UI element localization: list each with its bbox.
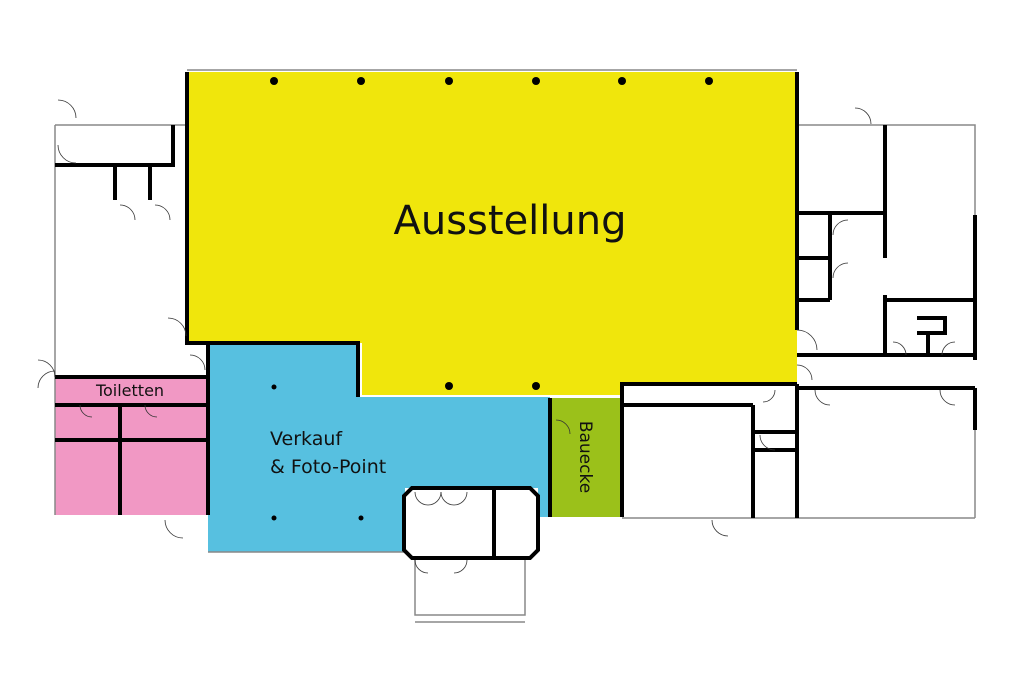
column-marker [445, 382, 453, 390]
room-exhibition-area[interactable] [187, 72, 797, 395]
column-marker [445, 77, 453, 85]
doors [37, 99, 956, 574]
columns [270, 77, 713, 521]
column-marker [358, 515, 364, 521]
column-marker [271, 384, 277, 390]
column-marker [271, 515, 277, 521]
column-marker [532, 77, 540, 85]
column-marker [532, 382, 540, 390]
room-label-exhibition: Ausstellung [393, 198, 626, 244]
column-marker [618, 77, 626, 85]
room-label-sales-line2: & Foto-Point [270, 456, 386, 478]
column-marker [270, 77, 278, 85]
room-build-corner-area[interactable] [552, 398, 622, 517]
room-toilets-area[interactable] [55, 377, 207, 515]
room-label-build-corner: Bauecke [575, 421, 595, 493]
column-marker [357, 77, 365, 85]
room-sales-area[interactable] [208, 345, 550, 552]
column-marker [705, 77, 713, 85]
room-label-toilets: Toiletten [95, 381, 164, 400]
walls [54, 69, 977, 623]
room-label-sales-line1: Verkauf [270, 428, 343, 450]
